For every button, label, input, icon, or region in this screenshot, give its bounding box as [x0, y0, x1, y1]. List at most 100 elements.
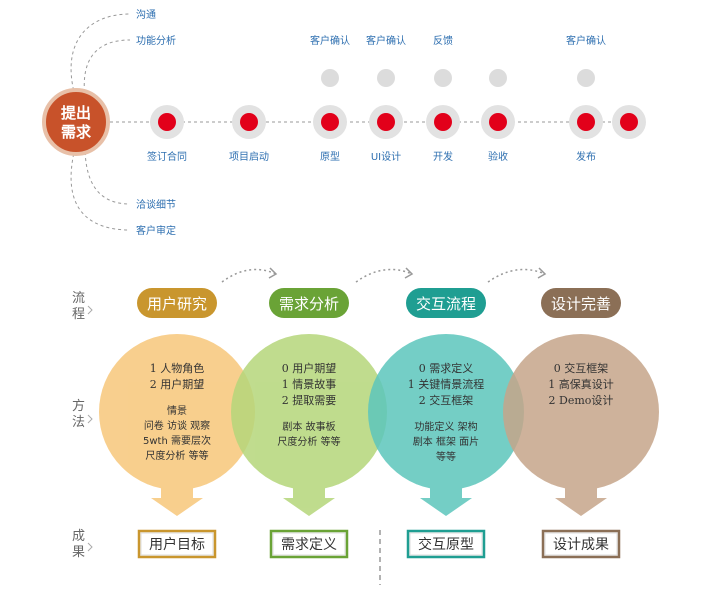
feedback-dot: [321, 69, 339, 87]
method-item: 2 用户期望: [150, 377, 205, 391]
stage-pill: [541, 288, 621, 318]
result-box-inner: [409, 532, 483, 556]
method-arrow: [555, 480, 607, 516]
stage-pill-label: 用户研究: [147, 295, 207, 313]
method-bubble: [503, 334, 659, 516]
timeline-node: [577, 113, 595, 131]
branch-label-client-approval: 客户审定: [136, 224, 176, 237]
stage-pill-label: 需求分析: [279, 295, 339, 313]
flow-arrow-head: [268, 267, 278, 279]
method-item: 2 提取需要: [282, 394, 337, 407]
stage-pill: [269, 288, 349, 318]
timeline-node: [158, 113, 176, 131]
start-label-line1: 提出: [61, 104, 91, 122]
feedback-dot: [489, 69, 507, 87]
result-label: 交互原型: [418, 536, 474, 553]
side-chevron-flow: [87, 305, 93, 315]
method-detail: 等等: [436, 450, 456, 463]
method-bubble: [368, 334, 524, 516]
timeline-node-label: 原型: [320, 150, 340, 163]
start-label-line2: 需求: [61, 123, 92, 141]
timeline-node-top-label: 客户确认: [310, 34, 350, 47]
side-chevron-result: [87, 542, 93, 552]
method-detail: 尺度分析 等等: [277, 435, 340, 448]
flow-arrow-head: [537, 267, 547, 279]
method-detail: 情景: [167, 404, 187, 417]
start-node: [42, 88, 110, 156]
method-item: 0 需求定义: [419, 361, 474, 375]
stage-pill-label: 交互流程: [416, 295, 476, 313]
timeline-node: [434, 113, 452, 131]
flow-arrow: [487, 268, 546, 283]
stage-pill-label: 设计完善: [551, 295, 611, 313]
side-chevron-method: [87, 414, 93, 424]
method-detail: 5wth 需要层次: [143, 434, 211, 447]
method-item: 0 用户期望: [282, 361, 337, 375]
timeline-node-top-label: 客户确认: [366, 34, 406, 47]
method-item: 1 人物角色: [150, 361, 205, 375]
result-box: [137, 529, 217, 559]
method-detail: 问卷 访谈 观察: [144, 419, 210, 432]
stage-pill: [406, 288, 486, 318]
method-arrow: [151, 480, 203, 516]
result-box-inner: [272, 532, 346, 556]
method-detail: 功能定义 架构: [414, 420, 477, 433]
method-arrow: [283, 480, 335, 516]
method-detail: 剧本 框架 面片: [413, 435, 479, 448]
timeline-node: [620, 113, 638, 131]
method-arrow: [420, 480, 472, 516]
branch-bottom-2: [70, 147, 131, 231]
side-label-flow-2: 程: [72, 307, 85, 322]
method-detail: 剧本 故事板: [282, 420, 335, 433]
flow-arrow: [355, 268, 413, 283]
flow-arrows: [221, 267, 547, 283]
method-detail: 尺度分析 等等: [145, 449, 208, 462]
timeline-node-label: 项目启动: [229, 150, 269, 163]
branch-label-function-analysis: 功能分析: [136, 34, 176, 47]
stage-pill: [137, 288, 217, 318]
timeline-node: [321, 113, 339, 131]
timeline-node-label: 验收: [488, 150, 508, 163]
result-box-inner: [544, 532, 618, 556]
method-item: 2 Demo设计: [549, 394, 614, 407]
result-box: [269, 529, 349, 559]
method-bubble: [231, 334, 387, 516]
flow-arrow-head: [404, 267, 414, 279]
timeline-node: [489, 113, 507, 131]
method-item: 0 交互框架: [554, 361, 609, 375]
side-label-result-2: 果: [72, 545, 85, 560]
method-circle: [503, 334, 659, 490]
branch-label-negotiate-details: 洽谈细节: [136, 198, 176, 211]
method-circle: [231, 334, 387, 490]
feedback-dot: [377, 69, 395, 87]
result-label: 用户目标: [149, 536, 205, 553]
timeline-node-label: UI设计: [371, 150, 401, 163]
flow-arrow: [221, 268, 277, 283]
side-label-method-1: 方: [72, 398, 85, 414]
timeline-node-label: 发布: [576, 150, 596, 163]
timeline-node: [377, 113, 395, 131]
result-label: 设计成果: [553, 537, 609, 553]
result-label: 需求定义: [281, 537, 337, 553]
side-label-method-2: 法: [72, 415, 85, 430]
side-label-flow-1: 流: [72, 291, 85, 306]
side-label-result-1: 成: [72, 529, 85, 544]
timeline-node-label: 开发: [433, 150, 453, 163]
result-box-inner: [140, 532, 214, 556]
method-item: 1 关键情景流程: [408, 377, 485, 391]
method-item: 1 情景故事: [282, 377, 337, 391]
timeline-node-top-label: 客户确认: [566, 34, 606, 47]
result-box: [541, 529, 621, 559]
method-bubble: [99, 334, 255, 516]
timeline-node: [240, 113, 258, 131]
result-box: [406, 529, 486, 559]
feedback-dot: [577, 69, 595, 87]
branch-label-communicate: 沟通: [136, 8, 156, 21]
method-circle: [99, 334, 255, 490]
method-circle: [368, 334, 524, 490]
feedback-dot: [434, 69, 452, 87]
timeline-node-label: 签订合同: [147, 150, 187, 163]
branch-bottom-1: [84, 145, 131, 205]
timeline-node-top-label: 反馈: [433, 34, 453, 47]
